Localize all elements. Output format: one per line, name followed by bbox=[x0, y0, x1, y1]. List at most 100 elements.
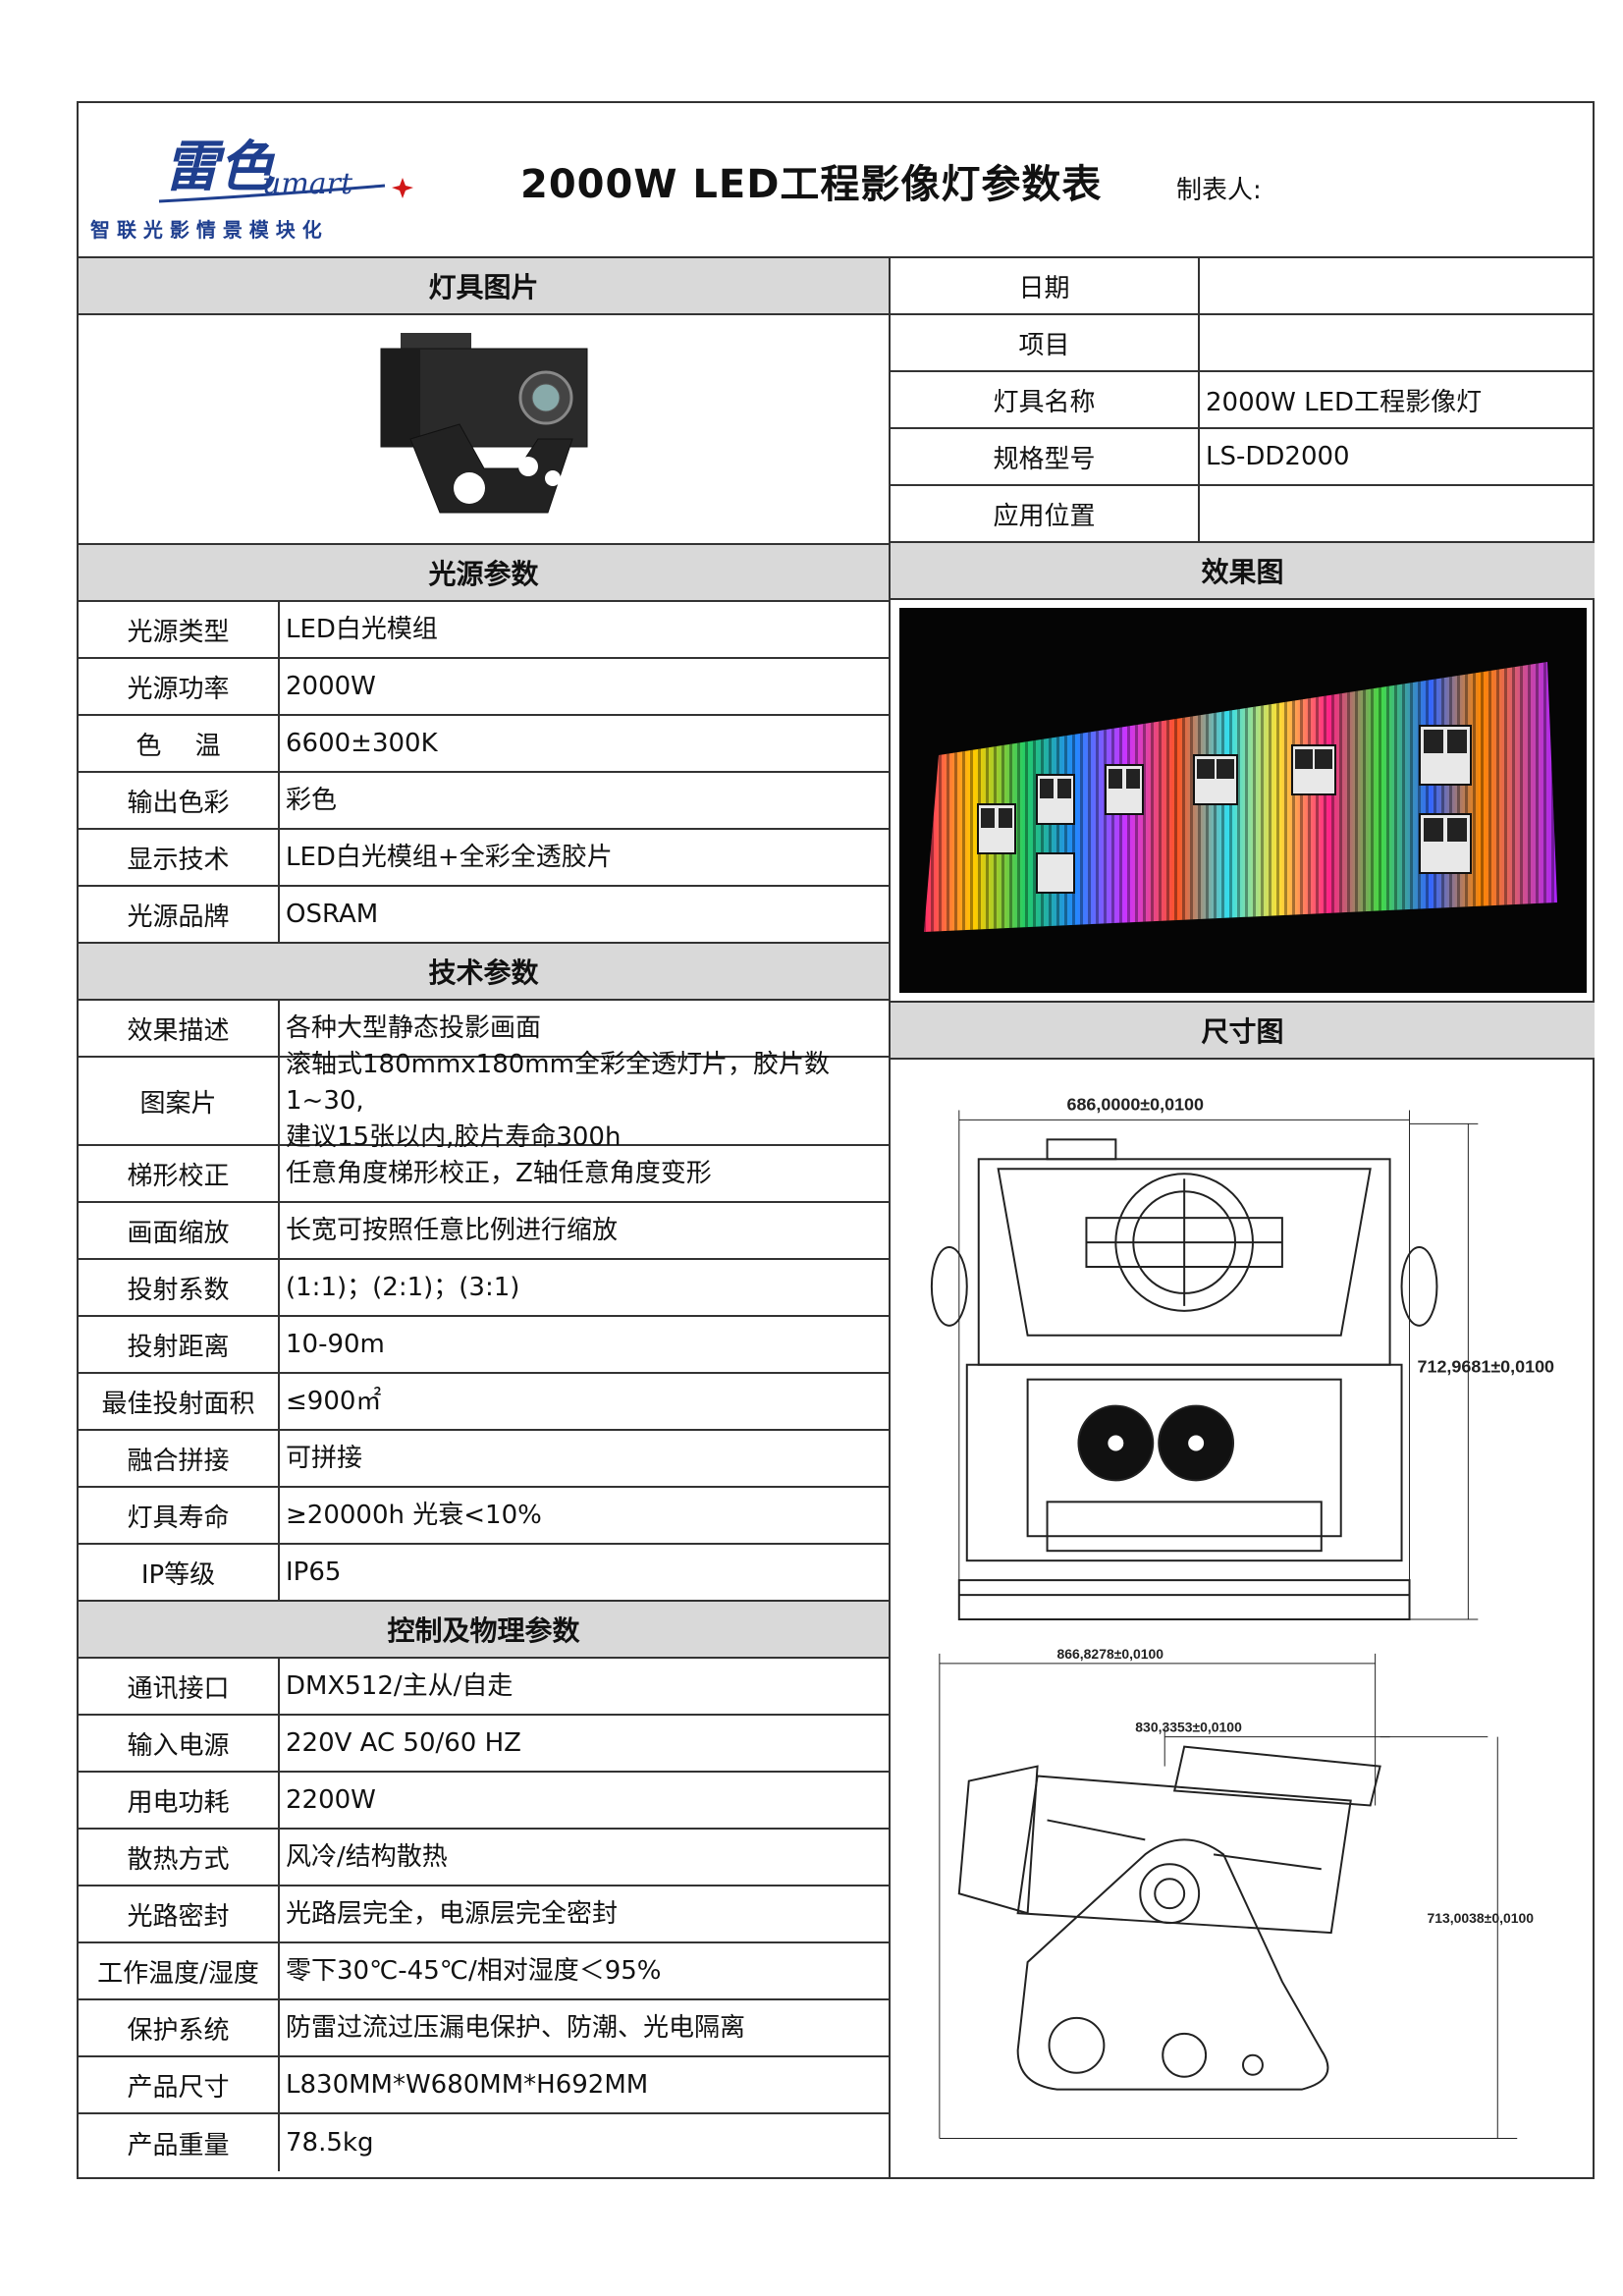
table-row: 保护系统防雷过流过压漏电保护、防潮、光电隔离 bbox=[79, 2000, 889, 2057]
table-row: 光路密封光路层完全，电源层完全密封 bbox=[79, 1886, 889, 1943]
effect-image bbox=[898, 608, 1587, 993]
param-label: 输入电源 bbox=[79, 1716, 280, 1771]
param-label: 散热方式 bbox=[79, 1830, 280, 1885]
param-value-line-1: 滚轴式180mmx180mm全彩全透灯片，胶片数1~30, bbox=[286, 1049, 830, 1116]
table-row: 工作温度/湿度零下30℃-45℃/相对湿度＜95% bbox=[79, 1943, 889, 2000]
param-value: 78.5kg bbox=[286, 2127, 374, 2158]
param-value: 滚轴式180mmx180mm全彩全透灯片，胶片数1~30, 建议15张以内,胶片寿… bbox=[280, 1047, 889, 1156]
param-label: 画面缩放 bbox=[79, 1203, 280, 1258]
info-label: 日期 bbox=[891, 258, 1200, 313]
info-row: 应用位置 bbox=[891, 486, 1595, 543]
info-label: 灯具名称 bbox=[891, 372, 1200, 427]
dim-front-width: 686,0000±0,0100 bbox=[1066, 1094, 1204, 1114]
param-value: 长宽可按照任意比例进行缩放 bbox=[286, 1215, 619, 1245]
logo-star-icon bbox=[392, 178, 413, 198]
param-label: 产品尺寸 bbox=[79, 2057, 280, 2112]
table-row: 梯形校正任意角度梯形校正，Z轴任意角度变形 bbox=[79, 1146, 889, 1203]
table-row: 散热方式风冷/结构散热 bbox=[79, 1830, 889, 1886]
effect-image-cell bbox=[891, 600, 1595, 1003]
fixture-photo-cell bbox=[79, 315, 889, 545]
param-value: 零下30℃-45℃/相对湿度＜95% bbox=[286, 1955, 662, 1986]
param-label: 效果描述 bbox=[79, 1001, 280, 1056]
table-row: 投射系数(1:1)；(2:1)；(3:1) bbox=[79, 1260, 889, 1317]
table-row: 画面缩放长宽可按照任意比例进行缩放 bbox=[79, 1203, 889, 1260]
section-dims: 尺寸图 bbox=[891, 1003, 1595, 1060]
dim-side-top: 830,3353±0,0100 bbox=[1135, 1720, 1242, 1735]
param-value: 光路层完全，电源层完全密封 bbox=[286, 1898, 619, 1929]
brand-logo: 雷色 umart 智 联 光 影 情 景 模 块 化 bbox=[90, 135, 413, 242]
section-control: 控制及物理参数 bbox=[79, 1602, 889, 1659]
info-row: 日期 bbox=[891, 258, 1595, 315]
param-value: 10-90m bbox=[286, 1329, 385, 1359]
dim-side-length: 866,8278±0,0100 bbox=[1057, 1646, 1164, 1662]
info-label: 项目 bbox=[891, 315, 1200, 370]
param-label: 显示技术 bbox=[79, 830, 280, 885]
param-label: 光路密封 bbox=[79, 1886, 280, 1941]
info-value: LS-DD2000 bbox=[1206, 442, 1350, 471]
param-label: 投射系数 bbox=[79, 1260, 280, 1315]
param-label: IP等级 bbox=[79, 1545, 280, 1600]
section-tech: 技术参数 bbox=[79, 944, 889, 1001]
param-value: (1:1)；(2:1)；(3:1) bbox=[286, 1272, 520, 1302]
info-label: 规格型号 bbox=[891, 429, 1200, 484]
dim-front-height: 712,9681±0,0100 bbox=[1418, 1357, 1555, 1377]
param-value: 各种大型静态投影画面 bbox=[286, 1012, 542, 1043]
param-label: 灯具寿命 bbox=[79, 1488, 280, 1543]
param-label: 光源品牌 bbox=[79, 887, 280, 942]
param-label: 梯形校正 bbox=[79, 1146, 280, 1201]
section-fixture-photo: 灯具图片 bbox=[79, 258, 889, 315]
logo-brand-text: 雷色 bbox=[164, 135, 276, 199]
table-row: 灯具寿命≥20000h 光衰<10% bbox=[79, 1488, 889, 1545]
param-value: 风冷/结构散热 bbox=[286, 1841, 448, 1872]
param-label: 最佳投射面积 bbox=[79, 1374, 280, 1429]
fixture-photo bbox=[380, 333, 587, 514]
param-label: 产品重量 bbox=[79, 2114, 280, 2171]
param-value: 2000W bbox=[286, 671, 376, 701]
param-label: 色 温 bbox=[79, 716, 280, 771]
table-row: 输出色彩彩色 bbox=[79, 773, 889, 830]
param-value: 220V AC 50/60 HZ bbox=[286, 1727, 521, 1758]
param-label: 通讯接口 bbox=[79, 1659, 280, 1714]
param-value: 彩色 bbox=[286, 785, 338, 815]
param-value: 可拼接 bbox=[286, 1443, 363, 1473]
param-value: LED白光模组 bbox=[286, 614, 438, 644]
param-label: 光源功率 bbox=[79, 659, 280, 714]
page-title: 2000W LED工程影像灯参数表 bbox=[520, 162, 1103, 207]
info-row: 项目 bbox=[891, 315, 1595, 372]
logo-slogan: 智 联 光 影 情 景 模 块 化 bbox=[90, 218, 322, 242]
param-value: 任意角度梯形校正，Z轴任意角度变形 bbox=[286, 1158, 712, 1188]
section-effect: 效果图 bbox=[891, 543, 1595, 600]
maker-label: 制表人: bbox=[1176, 176, 1262, 205]
param-value-line-2: 建议15张以内,胶片寿命300h bbox=[286, 1121, 622, 1152]
param-label: 融合拼接 bbox=[79, 1431, 280, 1486]
param-label: 光源类型 bbox=[79, 602, 280, 657]
info-label: 应用位置 bbox=[891, 486, 1200, 541]
table-row: 融合拼接可拼接 bbox=[79, 1431, 889, 1488]
param-value: OSRAM bbox=[286, 899, 379, 929]
table-row: 最佳投射面积≤900㎡ bbox=[79, 1374, 889, 1431]
dim-side-height: 713,0038±0,0100 bbox=[1427, 1910, 1534, 1926]
dims-cell: 686,0000±0,0100 712,9681±0,0100 866,8278… bbox=[891, 1060, 1595, 2179]
param-label: 用电功耗 bbox=[79, 1773, 280, 1828]
header: 雷色 umart 智 联 光 影 情 景 模 块 化 2000W LED工程影像… bbox=[79, 103, 1593, 258]
param-value: L830MM*W680MM*H692MM bbox=[286, 2069, 649, 2100]
dimension-drawing: 686,0000±0,0100 712,9681±0,0100 866,8278… bbox=[930, 1094, 1555, 2140]
param-label: 工作温度/湿度 bbox=[79, 1943, 280, 1998]
param-value: 6600±300K bbox=[286, 728, 438, 758]
logo-sub-brand: umart bbox=[262, 167, 353, 201]
param-value: LED白光模组+全彩全透胶片 bbox=[286, 842, 613, 872]
